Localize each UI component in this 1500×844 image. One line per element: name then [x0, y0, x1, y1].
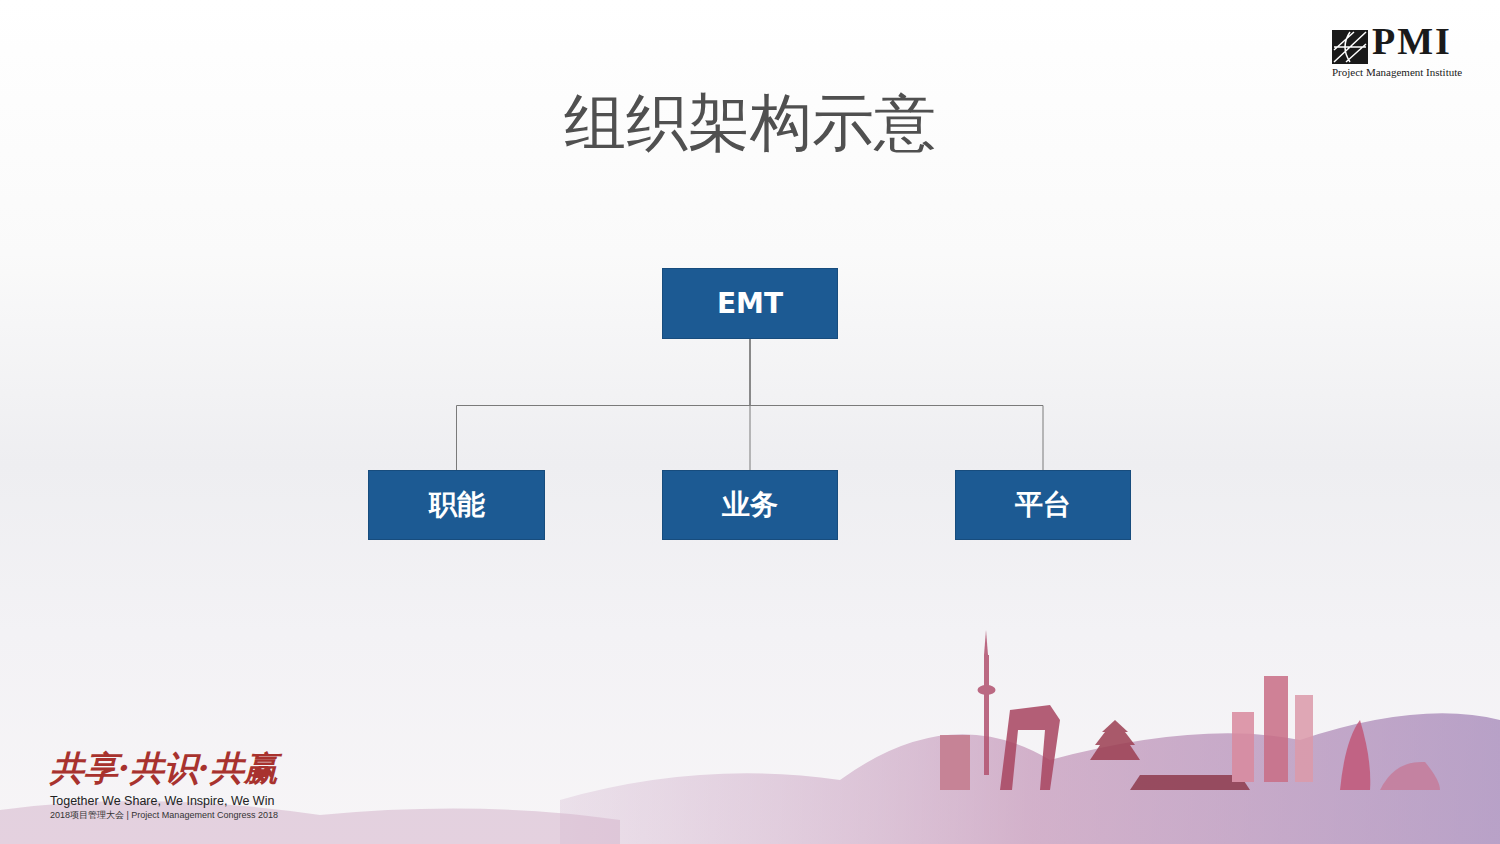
box-label: EMT — [717, 287, 783, 320]
box-label: 职能 — [429, 486, 485, 524]
org-box: EMT — [662, 268, 838, 339]
event-name: 2018项目管理大会 | Project Management Congress… — [50, 811, 278, 821]
org-box: 职能 — [368, 470, 545, 540]
org-box: 平台 — [955, 470, 1131, 540]
org-connector — [750, 339, 1043, 470]
logo-subtitle: Project Management Institute — [1332, 67, 1462, 78]
box-label: 平台 — [1015, 486, 1071, 524]
slogan-english: Together We Share, We Inspire, We Win — [50, 795, 274, 809]
skyline — [940, 630, 1440, 790]
logo-globe — [1332, 30, 1368, 64]
box-label: 业务 — [722, 486, 778, 524]
slogan-chinese: 共享·共识·共赢 — [50, 750, 278, 787]
logo-wordmark: PMI — [1372, 22, 1452, 60]
diagram-title: 组织架构示意 — [0, 86, 1500, 160]
org-box: 业务 — [662, 470, 838, 540]
org-connector — [457, 339, 751, 470]
